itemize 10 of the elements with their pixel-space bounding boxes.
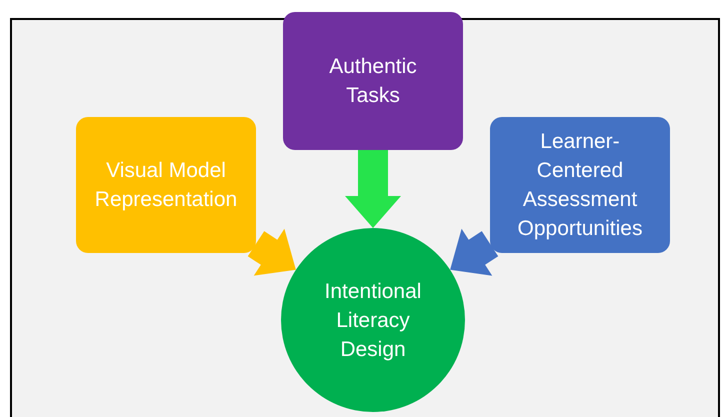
node-label: Intentional Literacy Design: [324, 278, 422, 362]
node-label: Learner-Centered Assessment Opportunities: [516, 129, 644, 242]
rounded-box: [490, 117, 670, 253]
block-arrow: [345, 150, 401, 228]
node-label: Visual Model Representation: [94, 158, 238, 213]
node-label: Authentic Tasks: [328, 54, 418, 109]
block-arrow: [450, 228, 498, 276]
rounded-box: [283, 12, 463, 150]
block-arrow: [248, 228, 296, 276]
rounded-box: [76, 117, 256, 253]
